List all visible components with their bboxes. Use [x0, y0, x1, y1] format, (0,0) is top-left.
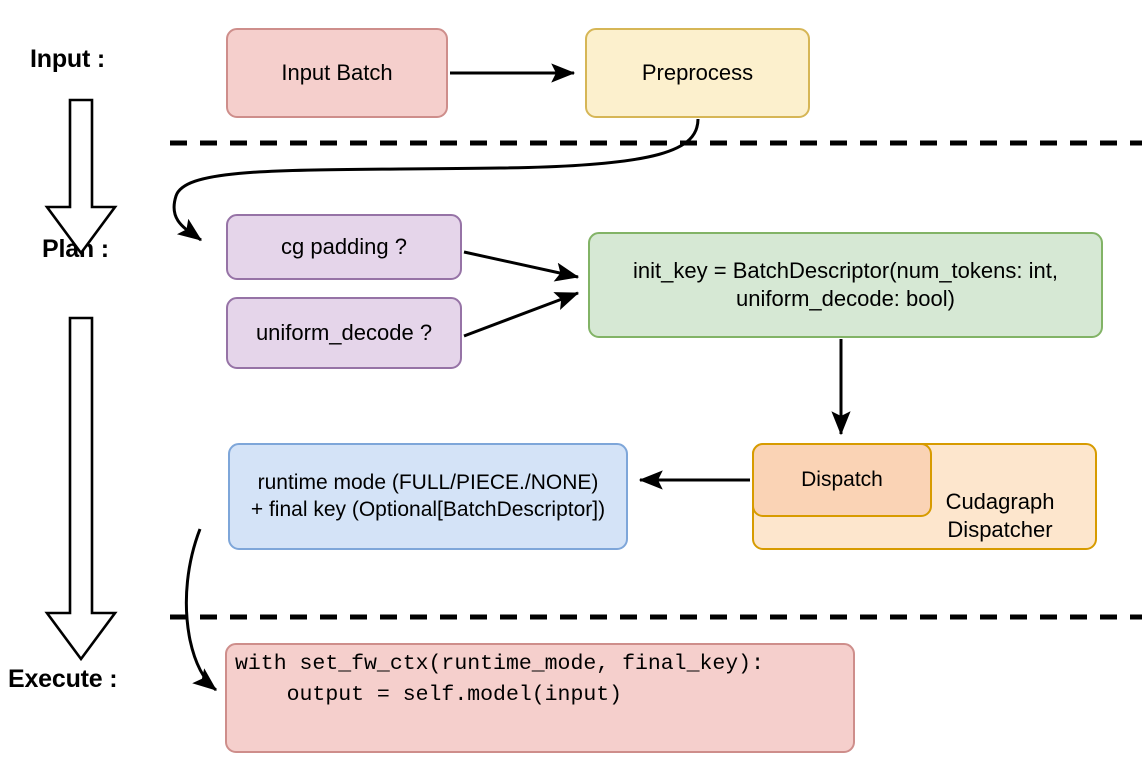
- node-runtime-mode-line2: + final key (Optional[BatchDescriptor]): [250, 497, 606, 521]
- edge-uniform-decode-to-init-key: [463, 291, 580, 338]
- node-runtime-mode[interactable]: runtime mode (FULL/PIECE./NONE) + final …: [228, 443, 628, 550]
- node-cudagraph-dispatcher-line1: Cudagraph: [945, 488, 1055, 514]
- block-arrow-input-to-plan: [44, 98, 118, 256]
- node-cudagraph-dispatcher-line2: Dispatcher: [947, 516, 1053, 542]
- stage-label-execute: Execute :: [8, 665, 118, 693]
- node-uniform-decode[interactable]: uniform_decode ?: [226, 297, 462, 369]
- stage-label-input: Input :: [30, 45, 105, 73]
- node-execute-code[interactable]: with set_fw_ctx(runtime_mode, final_key)…: [225, 643, 855, 753]
- node-runtime-mode-line1: runtime mode (FULL/PIECE./NONE): [257, 470, 599, 494]
- node-execute-code-line1: with set_fw_ctx(runtime_mode, final_key)…: [235, 652, 764, 676]
- node-init-key[interactable]: init_key = BatchDescriptor(num_tokens: i…: [588, 232, 1103, 338]
- node-init-key-line1: init_key = BatchDescriptor(num_tokens: i…: [633, 257, 1058, 283]
- node-execute-code-line2: output = self.model(input): [235, 682, 623, 707]
- block-arrow-plan-to-execute: [44, 316, 118, 662]
- node-input-batch[interactable]: Input Batch: [226, 28, 448, 118]
- node-init-key-line2: uniform_decode: bool): [736, 286, 955, 311]
- node-cg-padding[interactable]: cg padding ?: [226, 214, 462, 280]
- node-dispatch[interactable]: Dispatch: [752, 443, 932, 517]
- node-preprocess[interactable]: Preprocess: [585, 28, 810, 118]
- edge-cg-padding-to-init-key: [463, 250, 580, 282]
- edge-runtime-mode-to-execute-code: [184, 528, 217, 692]
- stage-label-plan: Plan :: [42, 235, 109, 263]
